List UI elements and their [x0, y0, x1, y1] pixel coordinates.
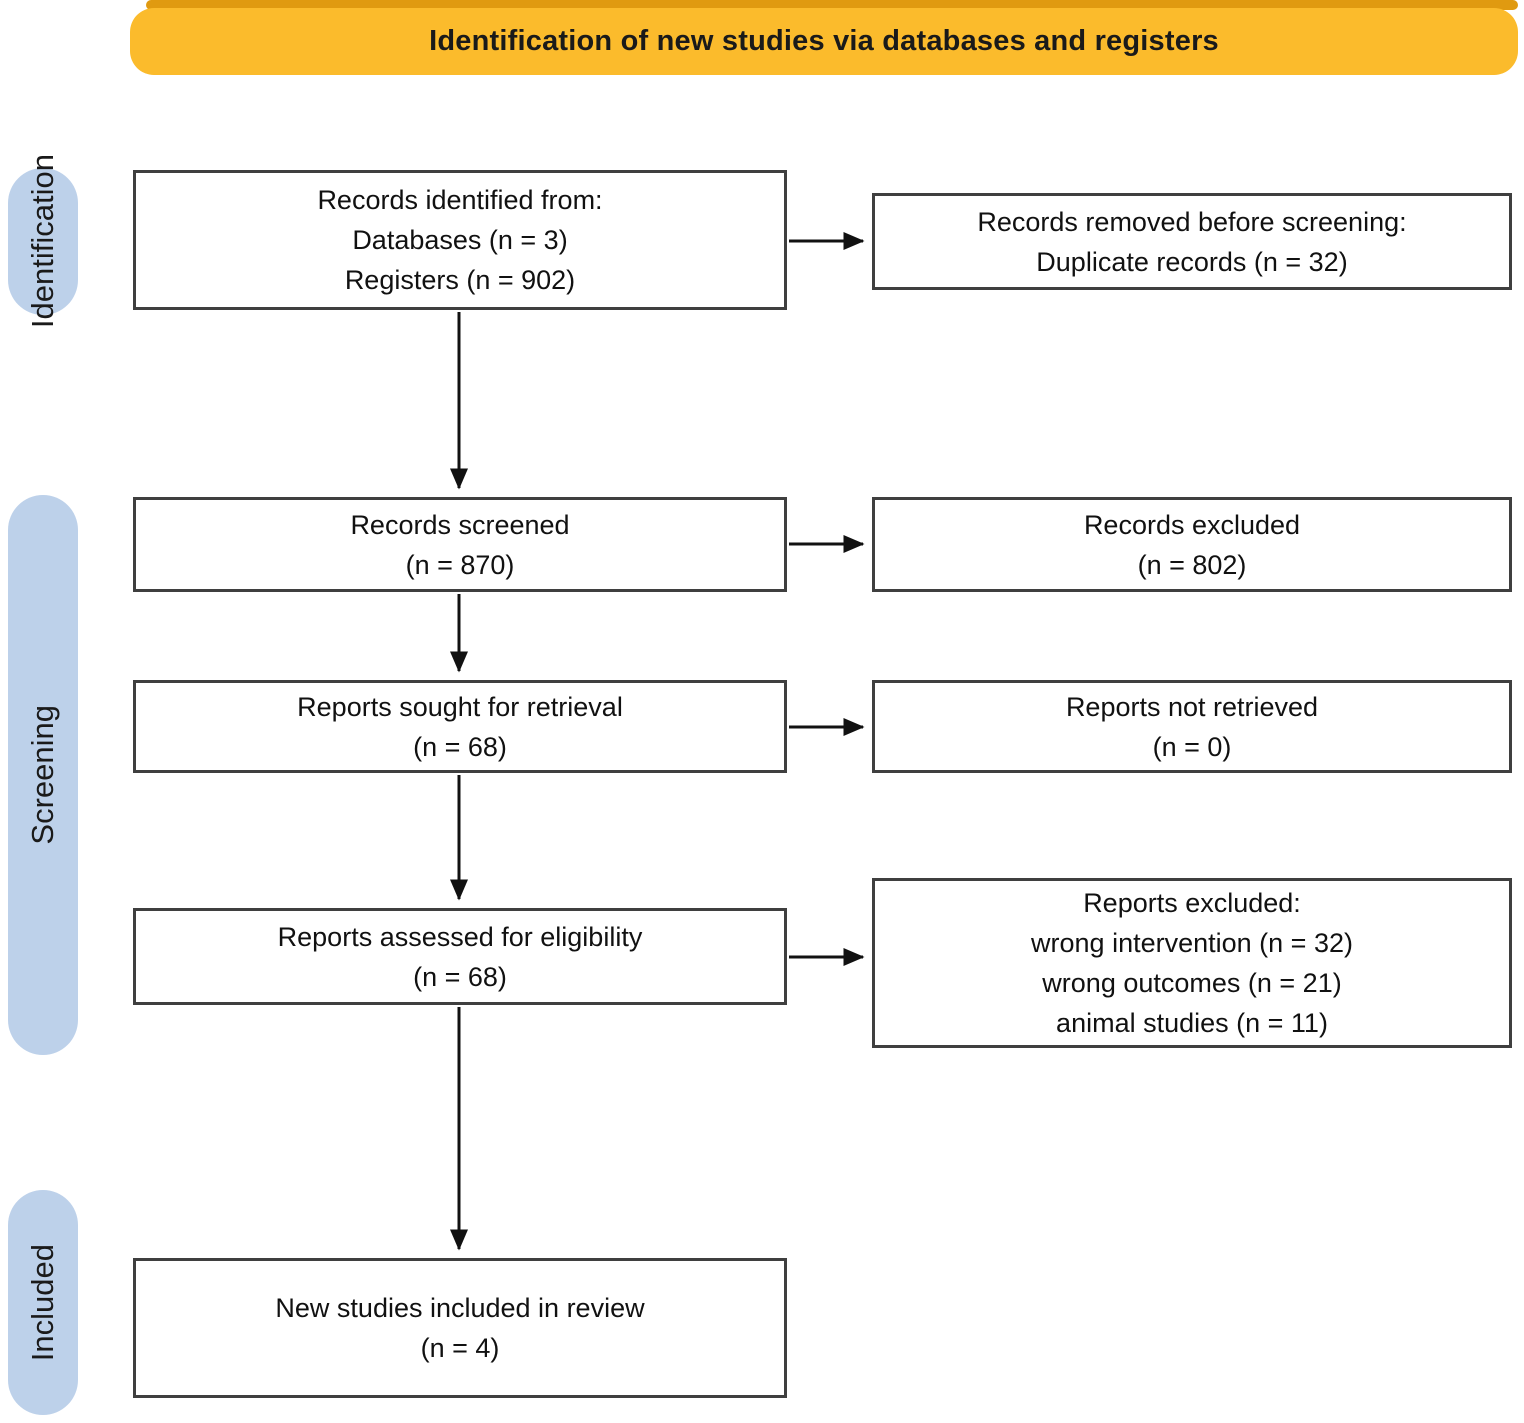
box-text-line: Reports not retrieved — [1065, 691, 1319, 722]
box-text-line: Registers (n = 902) — [344, 265, 576, 295]
box-text-line: (n = 68) — [413, 731, 507, 762]
box-text-line: Records identified from: — [317, 185, 603, 215]
box-text-line: (n = 870) — [405, 549, 515, 580]
box-reports-excluded: Reports excluded: wrong intervention (n =… — [872, 878, 1512, 1048]
banner-top-edge — [146, 0, 1518, 10]
box-text-line: New studies included in review — [275, 1293, 645, 1323]
banner: Identification of new studies via databa… — [130, 8, 1518, 75]
box-text-line: Duplicate records (n = 32) — [1036, 246, 1348, 277]
box-records-removed: Records removed before screening: Duplica… — [872, 193, 1512, 290]
stage-label-screening: Screening — [25, 705, 60, 845]
box-records-identified: Records identified from: Databases (n = 3… — [133, 170, 787, 310]
box-new-studies: New studies included in review (n = 4) — [133, 1258, 787, 1398]
stage-pill-identification: Identification — [8, 154, 78, 329]
box-text-line: Databases (n = 3) — [352, 225, 568, 255]
box-text-line: Reports sought for retrieval — [297, 691, 623, 722]
box-text-line: Reports excluded: — [1083, 888, 1301, 918]
box-reports-not-retrieved: Reports not retrieved (n = 0) — [872, 680, 1512, 773]
stage-pill-screening: Screening — [8, 495, 78, 1055]
box-text-line: Reports assessed for eligibility — [277, 921, 643, 952]
box-text-line: (n = 4) — [420, 1333, 500, 1363]
box-text-line: wrong intervention (n = 32) — [1031, 928, 1353, 958]
box-text-line: (n = 802) — [1137, 549, 1247, 580]
stage-pill-included: Included — [8, 1190, 78, 1415]
box-records-excluded: Records excluded (n = 802) — [872, 497, 1512, 592]
banner-label: Identification of new studies via databa… — [429, 25, 1219, 57]
box-text-line: wrong outcomes (n = 21) — [1042, 968, 1342, 998]
box-text-line: Records removed before screening: — [977, 206, 1407, 237]
box-reports-sought: Reports sought for retrieval (n = 68) — [133, 680, 787, 773]
box-text-line: animal studies (n = 11) — [1056, 1008, 1328, 1038]
box-text-line: (n = 0) — [1152, 731, 1232, 762]
box-records-screened: Records screened (n = 870) — [133, 497, 787, 592]
stage-label-identification: Identification — [25, 154, 60, 329]
box-text-line: Records excluded — [1083, 509, 1301, 540]
box-text-line: Records screened — [350, 509, 570, 540]
stage-label-included: Included — [25, 1243, 60, 1362]
box-reports-assessed: Reports assessed for eligibility (n = 68) — [133, 908, 787, 1005]
box-text-line: (n = 68) — [413, 961, 507, 992]
